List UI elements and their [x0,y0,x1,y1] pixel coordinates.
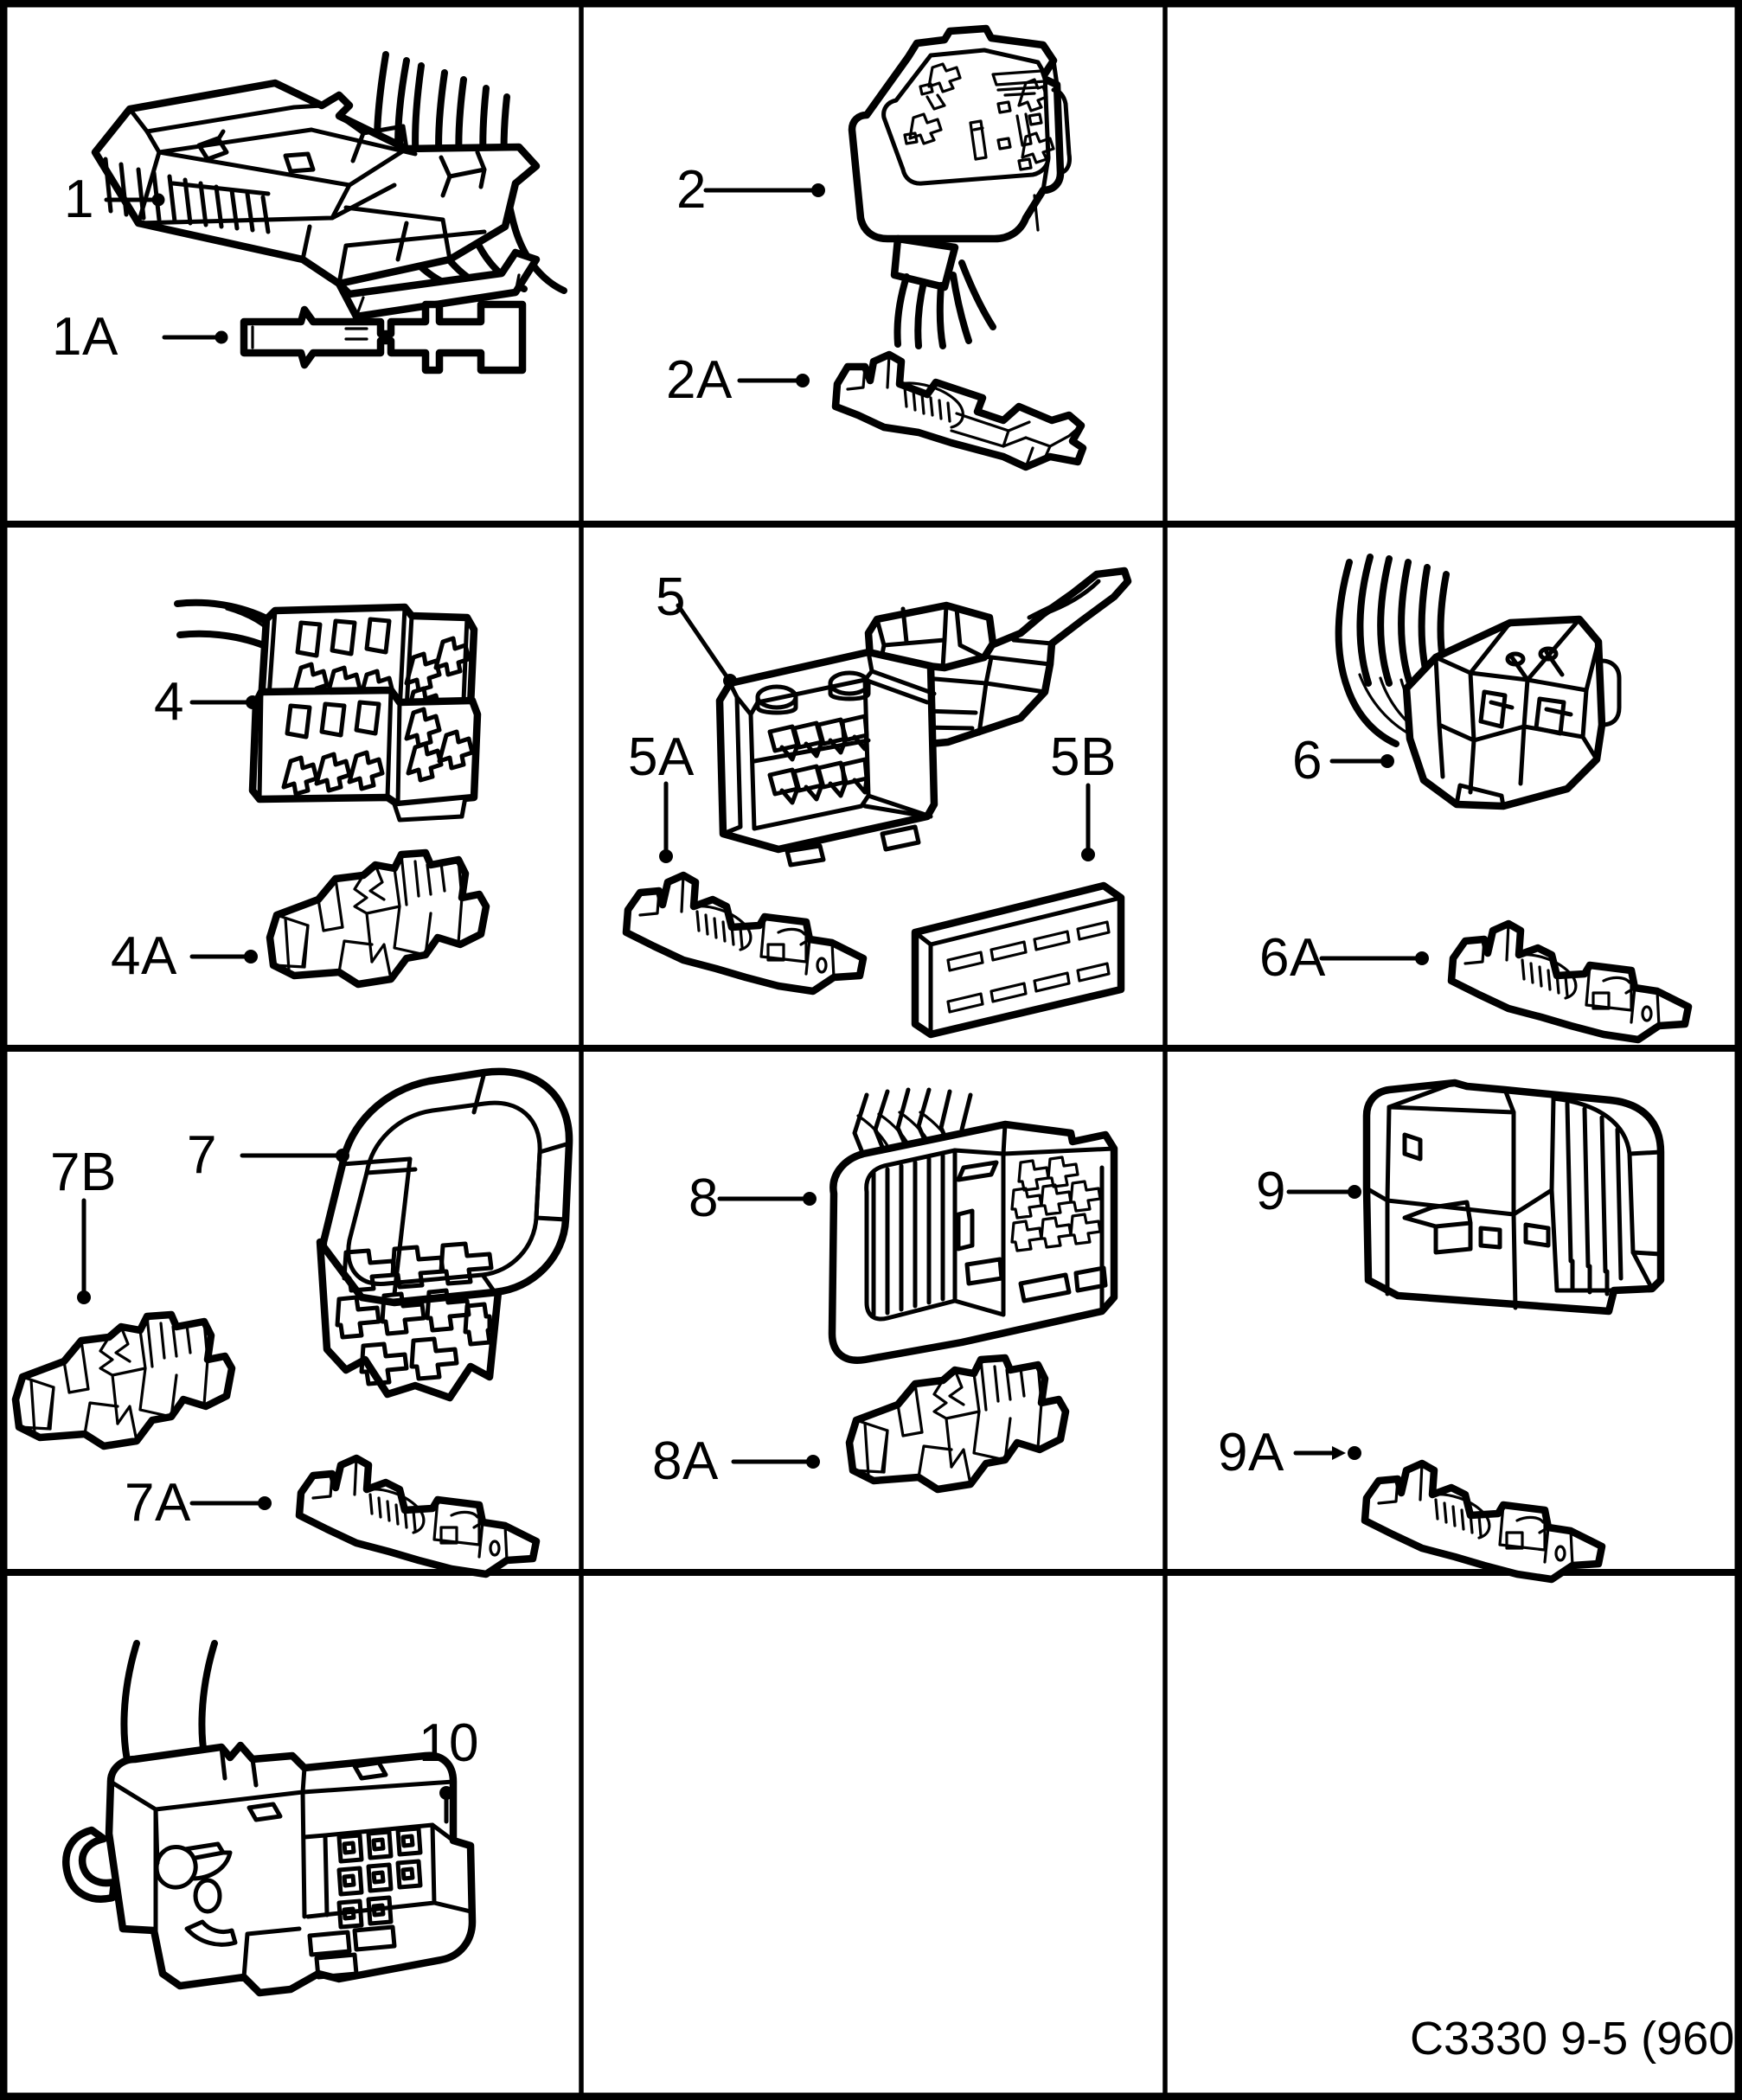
part-label-5B: 5B [1050,727,1117,787]
leader-line-7A [189,1496,272,1510]
illustration-item-4 [174,599,482,823]
illustration-item-10 [62,1640,477,1997]
leader-line-10 [439,1786,453,1824]
leader-line-9A [1293,1446,1361,1460]
connector-cavities-5 [752,714,871,805]
terminal-cavity-plug-4A-detail [272,853,464,981]
part-label-6A: 6A [1259,928,1326,988]
part-label-1A: 1A [52,307,118,367]
illustration-item-7 [240,1067,573,1402]
plate-caption: C3330 9-5 (9600) [1410,2013,1742,2065]
part-label-7B: 7B [50,1143,117,1202]
leader-line-8 [717,1192,817,1206]
part-label-5A: 5A [628,727,695,787]
part-label-4A: 4A [111,926,177,986]
leader-line-6 [1329,754,1394,768]
connector-housing-6-detail [1433,617,1622,809]
terminal-retaining-plate-5B [911,881,1125,1039]
part-label-7: 7 [187,1125,217,1185]
crimp-terminal-blade-5A [622,871,868,996]
illustration-item-2 [703,24,1072,349]
terminal-cavity-plug-7B [11,1310,236,1450]
illustration-item-5 [676,567,1132,868]
connector-strain-relief-10 [62,1826,118,1903]
illustration-item-6 [1329,554,1622,810]
connector-housing-1 [91,79,541,288]
leader-line-4 [189,695,259,709]
crimp-terminal-blade-7A [295,1454,541,1578]
illustration-item-9 [1286,1079,1665,1316]
leader-line-5 [676,603,737,688]
crimp-terminal-blade-5A-detail [638,874,836,979]
leader-line-2A [737,374,810,387]
connector-cavities-10 [307,1826,423,1980]
illustration-item-8A [731,1354,1070,1494]
illustration-item-8 [717,1087,1118,1364]
part-label-9A: 9A [1218,1423,1284,1482]
terminal-cavity-plug-8A [845,1354,1070,1494]
leader-line-9 [1286,1185,1361,1199]
part-label-7A: 7A [125,1473,191,1533]
illustration-item-9A [1293,1446,1606,1584]
illustration-item-1 [91,51,567,321]
leader-line-8A [731,1455,820,1469]
terminal-cavity-plug-8A-detail [851,1358,1043,1486]
illustration-item-4A [189,848,490,989]
part-label-4: 4 [154,672,184,732]
part-label-9: 9 [1256,1162,1286,1221]
crimp-terminal-blade-9A [1361,1459,1606,1584]
illustration-item-2A [737,350,1087,471]
leader-line-1A [162,330,228,344]
relay-wire-boot-2 [890,234,959,291]
part-label-2A: 2A [666,350,733,410]
part-label-10: 10 [419,1713,479,1773]
part-label-8: 8 [688,1168,719,1228]
illustration-item-6A [1319,919,1693,1044]
connector-housing-1-front-lip [335,248,541,321]
illustration-item-5B [911,783,1125,1039]
part-label-8A: 8A [652,1431,719,1491]
crimp-terminal-2A [831,350,1087,471]
leader-line-7B [77,1198,91,1304]
part-label-6: 6 [1292,731,1323,791]
illustration-item-7A [189,1454,541,1578]
connector-cavities-7 [335,1241,494,1386]
leader-line-5A [659,781,673,863]
part-label-5: 5 [656,567,686,627]
terminal-cavity-plug-7B-detail [17,1315,209,1443]
crimp-terminal-blade-6A [1447,919,1693,1044]
leader-line-5B [1081,783,1095,861]
illustration-item-1A [162,300,527,375]
leader-line-2 [703,183,825,197]
crimp-terminal-blade-6A-detail [1463,922,1661,1028]
leader-line-1 [104,193,165,207]
illustration-item-7B [11,1198,236,1450]
crimp-terminal-blade-7A-detail [311,1457,509,1562]
leader-line-4A [189,950,258,964]
part-label-1: 1 [64,170,94,229]
connector-housing-1-detail [93,103,518,286]
connector-front-housing-5-bore [748,677,871,831]
connector-housing-10-detail [108,1745,473,1980]
relay-wires-2 [893,259,996,349]
illustration-item-5A [622,781,868,996]
leader-line-7 [240,1149,349,1162]
leader-line-6A [1319,951,1429,965]
crimp-terminal-blade-9A-detail [1377,1462,1574,1567]
connector-housing-block-9-detail [1364,1080,1663,1310]
part-label-2: 2 [676,160,707,220]
crimp-terminal-2A-detail [846,353,1083,469]
terminal-cavity-plug-4A [266,848,490,989]
connector-cavities-8 [1010,1156,1102,1252]
relay-terminal-marks-2 [903,62,1055,171]
grid-dividers [7,7,1735,2093]
retaining-plate-slots-5B [946,920,1111,1014]
